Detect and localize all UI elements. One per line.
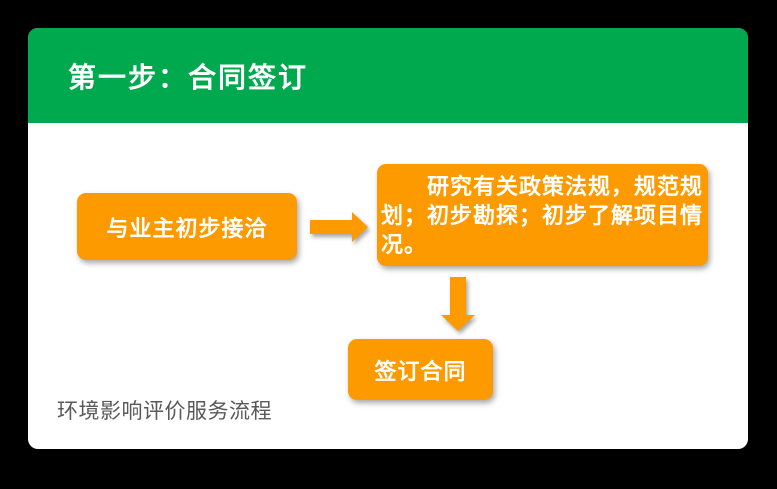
service-process-caption: 环境影响评价服务流程: [57, 400, 272, 423]
arrow-right-icon: [310, 212, 368, 242]
flow-node-research-line: 划；初步勘探；初步了解项目情: [381, 202, 704, 228]
flow-node-sign-contract: 签订合同: [348, 339, 493, 400]
page-title: 第一步：合同签订: [68, 61, 309, 93]
step-header: 第一步：合同签订: [28, 28, 748, 123]
flow-node-research-line: 研究有关政策法规，规范规: [381, 173, 704, 199]
arrow-down-icon: [441, 277, 475, 331]
content-card: 第一步：合同签订 与业主初步接洽 研究有关政策法规，规范规 划；初步勘探；初步了…: [28, 28, 748, 449]
flow-node-research-line: 况。: [381, 231, 428, 257]
flow-node-initial-contact: 与业主初步接洽: [77, 193, 297, 260]
flow-node-research: 研究有关政策法规，规范规 划；初步勘探；初步了解项目情 况。: [377, 164, 708, 266]
